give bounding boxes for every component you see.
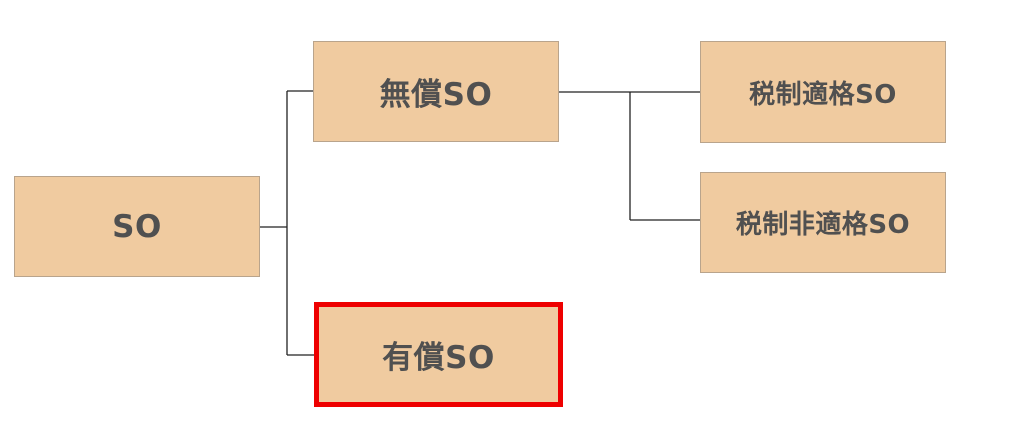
node-paid-so: 有償SO xyxy=(314,302,563,407)
node-tax-qualified-so-label: 税制適格SO xyxy=(749,79,897,110)
node-free-so-label: 無償SO xyxy=(379,77,493,113)
node-so-label: SO xyxy=(112,208,162,245)
node-tax-non-qualified-so: 税制非適格SO xyxy=(700,172,946,273)
node-so: SO xyxy=(14,176,260,277)
node-free-so: 無償SO xyxy=(313,41,559,142)
node-tax-non-qualified-so-label: 税制非適格SO xyxy=(735,210,911,240)
node-paid-so-label: 有償SO xyxy=(382,340,495,376)
node-tax-qualified-so: 税制適格SO xyxy=(700,41,946,143)
